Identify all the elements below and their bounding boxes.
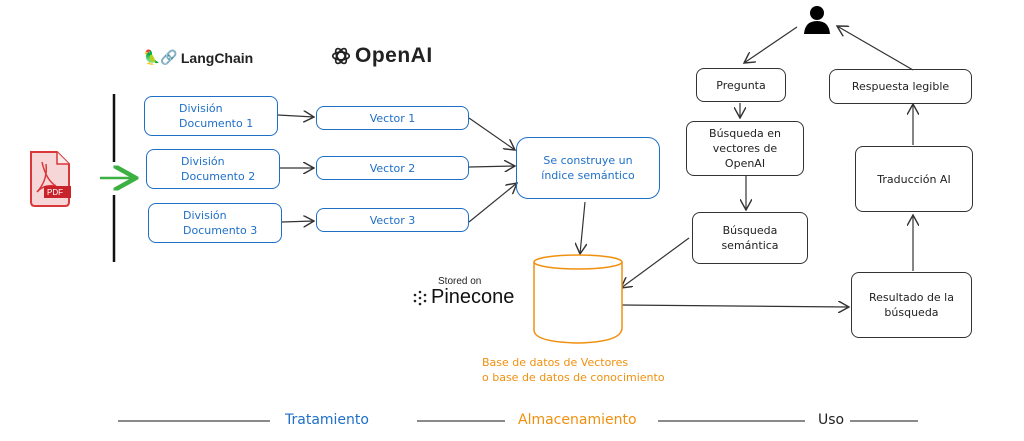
openai-knot-icon — [331, 47, 351, 65]
pinecone-caption: Stored on — [438, 276, 482, 287]
phase-treatment: Tratamiento — [285, 412, 369, 428]
langchain-logo: 🦜🔗 LangChain — [143, 50, 253, 66]
split-1-line2: Documento 1 — [179, 117, 254, 130]
langchain-label: LangChain — [180, 50, 254, 66]
vector-3: Vector 3 — [316, 208, 469, 232]
vector-search-line3: OpenAI — [724, 157, 766, 170]
arrow-semantic-db — [621, 237, 690, 288]
phase-usage: Uso — [818, 412, 845, 428]
semantic-search-line2: semántica — [721, 239, 779, 252]
vector-search-line1: Búsqueda en — [709, 127, 781, 140]
split-3-line1: División — [183, 209, 227, 222]
pdf-file-icon: PDF — [28, 150, 72, 208]
index-line2: índice semántico — [541, 169, 635, 182]
vector-1: Vector 1 — [316, 106, 469, 130]
openai-logo: OpenAI — [330, 44, 433, 68]
phase-storage: Almacenamiento — [518, 412, 637, 428]
split-1-line1: División — [179, 102, 223, 115]
arrow-db-result — [621, 305, 849, 307]
vector-search-box: Búsqueda en vectores de OpenAI — [686, 121, 804, 176]
semantic-search-line1: Búsqueda — [722, 224, 778, 237]
question-box: Pregunta — [696, 68, 786, 102]
semantic-search-box: Búsqueda semántica — [692, 212, 808, 264]
split-2-line2: Documento 2 — [181, 170, 256, 183]
split-2-line1: División — [181, 155, 225, 168]
vector-1-label: Vector 1 — [369, 111, 416, 125]
openai-label: OpenAI — [355, 44, 433, 67]
database-caption-line2: o base de datos de conocimiento — [482, 371, 665, 384]
result-line1: Resultado de la — [869, 291, 954, 304]
database-caption: Base de datos de Vectores o base de dato… — [482, 355, 665, 385]
readable-answer-box: Respuesta legible — [829, 69, 972, 104]
ai-translation-box: Traducción AI — [855, 146, 973, 212]
arrow-split3-vector3 — [281, 221, 314, 222]
search-result-box: Resultado de la búsqueda — [851, 272, 972, 338]
vector-database-cylinder — [533, 254, 623, 344]
question-label: Pregunta — [716, 78, 766, 92]
arrow-index-db — [580, 201, 585, 254]
arrow-answer-user — [837, 26, 914, 71]
answer-label: Respuesta legible — [851, 80, 950, 93]
pinecone-logo: Pinecone — [412, 286, 514, 309]
index-line1: Se construye un — [543, 154, 633, 167]
parrot-link-icon: 🦜🔗 — [143, 50, 178, 66]
translation-label: Traducción AI — [877, 172, 951, 186]
arrow-vector2-index — [468, 166, 515, 167]
pdf-label: PDF — [47, 188, 63, 197]
user-icon — [802, 4, 832, 34]
database-caption-line1: Base de datos de Vectores — [482, 356, 629, 369]
pinecone-icon — [413, 290, 427, 305]
arrow-split1-vector1 — [277, 115, 314, 117]
vector-3-label: Vector 3 — [369, 213, 416, 227]
arrow-user-question — [744, 26, 798, 63]
pinecone-label: Pinecone — [431, 286, 515, 308]
vector-2: Vector 2 — [316, 156, 469, 180]
split-3-line2: Documento 3 — [183, 224, 258, 237]
arrow-vector3-index — [468, 183, 517, 223]
semantic-index-box: Se construye un índice semántico — [516, 137, 660, 199]
vector-search-line2: vectores de — [712, 142, 778, 155]
arrow-vector1-index — [468, 117, 515, 150]
vector-2-label: Vector 2 — [369, 161, 416, 175]
result-line2: búsqueda — [884, 306, 939, 319]
